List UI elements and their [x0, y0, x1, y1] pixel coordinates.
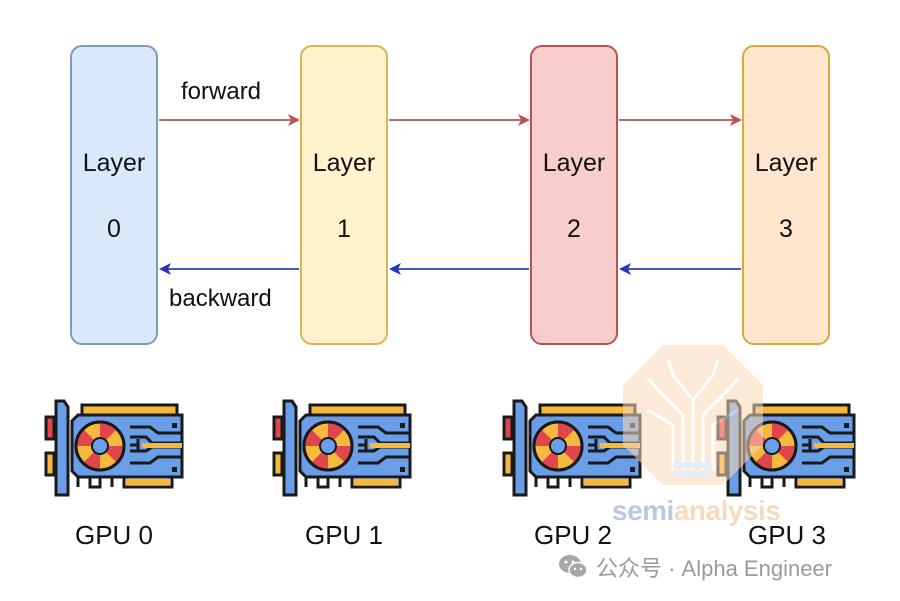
layer-label: Layer: [312, 149, 376, 177]
footer-attribution: 公众号 · Alpha Engineer: [558, 551, 832, 583]
gpu-label-2: GPU 2: [533, 520, 613, 550]
layer-index: 3: [779, 215, 793, 243]
gpu-card-icon: [44, 399, 184, 497]
layer-label: Layer: [82, 149, 146, 177]
backward-label: backward: [169, 285, 272, 312]
wechat-icon: [559, 555, 588, 579]
gpu-label-3: GPU 3: [747, 520, 827, 550]
gpu-card-icon: [272, 399, 412, 497]
watermark-text: semianalysis: [612, 495, 781, 527]
layer-box-0: Layer 0: [70, 45, 158, 345]
layer-index: 1: [337, 215, 351, 243]
layer-label: Layer: [542, 149, 606, 177]
layer-label: Layer: [754, 149, 818, 177]
layer-index: 0: [107, 215, 121, 243]
footer-text: 公众号 · Alpha Engineer: [596, 556, 832, 581]
gpu-label-0: GPU 0: [74, 520, 154, 550]
layer-box-3: Layer 3: [742, 45, 830, 345]
layer-box-1: Layer 1: [300, 45, 388, 345]
gpu-label-1: GPU 1: [304, 520, 384, 550]
circuit-tree-icon: [623, 345, 763, 485]
watermark-brand-part1: semi: [612, 495, 674, 526]
layer-index: 2: [567, 215, 581, 243]
watermark-brand-part2: analysis: [673, 495, 781, 526]
layer-box-2: Layer 2: [530, 45, 618, 345]
forward-label: forward: [181, 78, 262, 105]
